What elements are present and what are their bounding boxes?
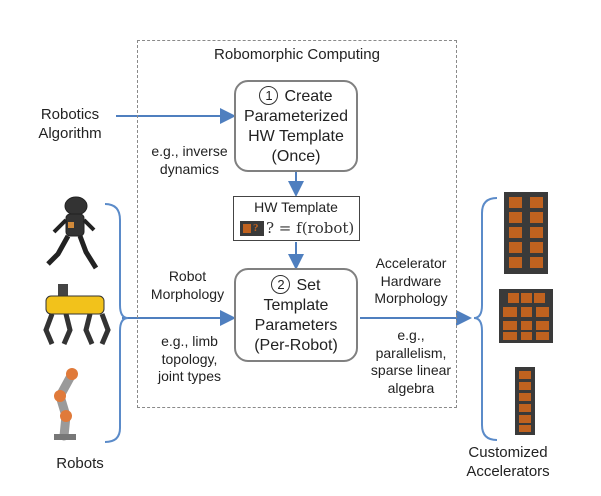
step1-number-badge: 1 — [259, 85, 279, 105]
robotics-algorithm-label: Robotics Algorithm — [38, 106, 102, 142]
hw-example: e.g., parallelism, sparse linear algebra — [370, 327, 452, 396]
accelerators-bracket — [473, 197, 498, 441]
customized-accelerators-label: Customized Accelerators — [466, 444, 550, 480]
hw-template-formula: ? = f(robot) — [266, 219, 355, 237]
hw-template-title: HW Template — [254, 199, 338, 215]
algorithm-example: e.g., inverse dynamics — [151, 143, 228, 177]
template-block-icon: ? — [240, 221, 264, 236]
accelerator-hw-morphology-label: Accelerator Hardware Morphology — [374, 255, 448, 306]
diagram-title: Robomorphic Computing — [214, 46, 380, 63]
hw-template-box: HW Template ? ? = f(robot) — [233, 196, 360, 241]
quadruped-robot-image — [43, 284, 111, 345]
accelerator-3-icon — [515, 367, 535, 435]
step2-number-badge: 2 — [271, 274, 291, 294]
robot-morphology-label: Robot Morphology — [150, 268, 225, 302]
robots-label: Robots — [56, 455, 104, 472]
robots-bracket — [104, 203, 129, 443]
humanoid-robot-image — [46, 196, 99, 270]
accelerator-2-icon — [499, 289, 553, 343]
robomorphic-computing-frame — [137, 40, 457, 408]
accelerator-1-icon — [504, 192, 548, 274]
robot-arm-image — [54, 368, 78, 441]
morphology-example: e.g., limb topology, joint types — [157, 333, 222, 384]
